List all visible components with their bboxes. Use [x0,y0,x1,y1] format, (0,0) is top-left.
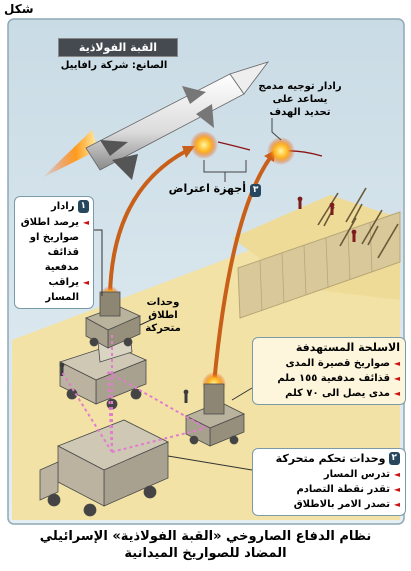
launcher-left [85,291,141,349]
launch-units-line-1: وحدات [146,297,180,308]
launcher-right [185,383,245,447]
radar-panel-item: يرصد اطلاق صواريخ او قذائف مدفعية [19,215,89,275]
control-panel-title: وحدات تحكم متحركة [275,452,386,465]
interception-flash-right [267,137,295,165]
caption-line-2: المضاد للصواريخ الميدانية [124,546,287,561]
wall [237,211,401,319]
launch-units-line-3: متحركة [145,323,181,334]
radar-panel-header: ١ رادار [19,200,89,213]
target-weapons-title: الاسلحة المستهدفة [295,341,400,354]
radar-guidance-label: رادار توجيه مدمج يساعد على تحديد الهدف [240,80,360,119]
enemy-soldiers [297,196,357,242]
radar-number-badge: ١ [77,200,89,213]
radar-guidance-line-3: تحديد الهدف [269,107,331,118]
control-panel-list: تدرس المسار تقدر نقطة التصادم تصدر الامر… [258,467,400,512]
target-weapons-item: مدى يصل الى ٧٠ كلم [258,386,400,401]
radar-guidance-line-2: يساعد على [272,94,328,105]
command-links [61,332,207,453]
target-weapons-list: صواريخ قصيرة المدى قذائف مدفعية ١٥٥ ملم … [258,356,400,401]
interception-flash-left [190,131,218,159]
control-panel-item: تصدر الامر بالاطلاق [258,497,400,512]
interceptors-text: أجهزة اعتراض [168,182,246,195]
radar-panel: ١ رادار يرصد اطلاق صواريخ او قذائف مدفعي… [14,196,94,309]
panel-pointers [84,229,253,471]
control-units-panel: ٢ وحدات تحكم متحركة تدرس المسار تقدر نقط… [252,448,406,516]
target-weapons-item: قذائف مدفعية ١٥٥ ملم [258,371,400,386]
control-panel-item: تقدر نقطة التصادم [258,482,400,497]
launch-units-line-2: اطلاق [148,310,178,321]
friendly-soldiers [59,362,189,403]
interceptors-label: ٣ أجهزة اعتراض [150,182,280,197]
radar-panel-item: يراقب المسار [19,275,89,305]
callout-lines [203,118,282,182]
caption-line-1: نظام الدفاع الصاروخي «القبة الفولاذية» ا… [39,529,372,544]
target-weapons-item: صواريخ قصيرة المدى [258,356,400,371]
system-name: القبة الفولاذية [78,41,158,54]
control-number-badge: ٢ [388,452,400,465]
interceptor-missile [42,61,270,180]
interceptors-number-badge: ٣ [249,184,262,197]
launch-units-label: وحدات اطلاق متحركة [136,296,190,335]
system-maker: الصانع: شركة رافاييل [60,60,168,71]
interceptor-trajectories [108,148,272,386]
radar-panel-list: يرصد اطلاق صواريخ او قذائف مدفعية يراقب … [19,215,89,305]
radar-guidance-line-1: رادار توجيه مدمج [258,81,342,92]
figure-caption: نظام الدفاع الصاروخي «القبة الفولاذية» ا… [0,528,411,562]
corner-label: شكل [4,2,34,16]
system-title-box: القبة الفولاذية [58,38,178,57]
radar-panel-title: رادار [50,201,75,212]
control-panel-header: ٢ وحدات تحكم متحركة [258,452,400,465]
enemy-rocket-launchers [317,187,399,259]
control-panel-item: تدرس المسار [258,467,400,482]
target-weapons-panel: الاسلحة المستهدفة صواريخ قصيرة المدى قذا… [252,337,406,405]
